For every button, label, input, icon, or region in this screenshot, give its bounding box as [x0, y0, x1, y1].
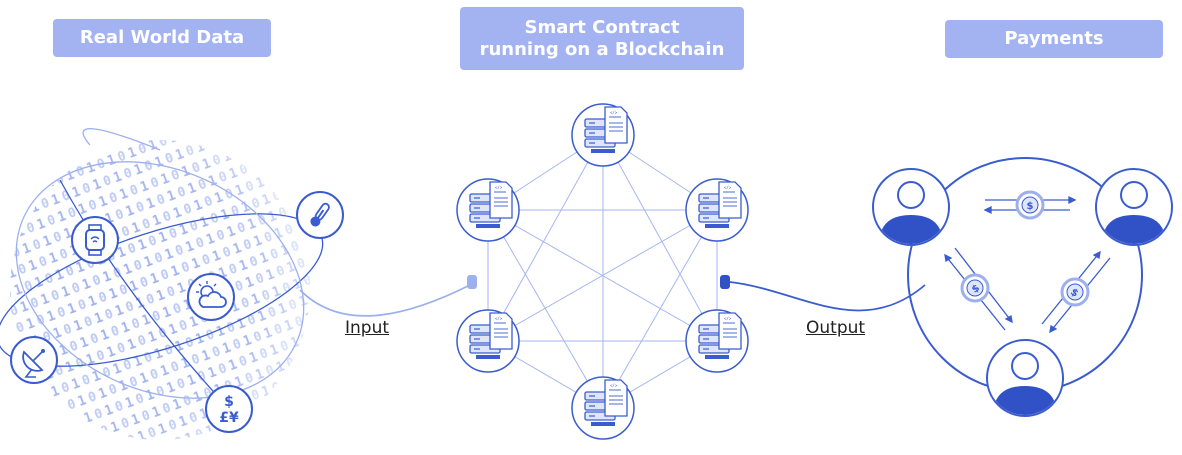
- satellite-dish-icon: [10, 336, 58, 384]
- blockchain-node: [571, 376, 635, 440]
- header-payments-label: Payments: [1004, 28, 1104, 49]
- user-avatar: [987, 340, 1063, 416]
- input-label: Input: [345, 318, 389, 338]
- blockchain-node: [685, 309, 749, 373]
- blockchain-node: [456, 309, 520, 373]
- input-port: [467, 275, 477, 289]
- output-port: [720, 275, 730, 289]
- header-smart-contract: Smart Contract running on a Blockchain: [460, 7, 744, 70]
- header-smart-contract-line2: running on a Blockchain: [479, 38, 725, 60]
- output-connector-line: [729, 281, 926, 312]
- binary-globe: [0, 128, 324, 440]
- orbit-line: [59, 179, 231, 411]
- input-connector-line: [299, 284, 471, 317]
- currency-symbol-bottom: £¥: [219, 410, 239, 426]
- blockchain-node: [456, 178, 520, 242]
- thermometer-icon: [296, 191, 344, 239]
- header-real-world-data-label: Real World Data: [79, 27, 245, 48]
- user-avatar: [873, 169, 949, 245]
- coin-symbol: $: [1027, 201, 1034, 212]
- currency-icon: $ £¥: [205, 385, 253, 433]
- user-avatar: [1096, 169, 1172, 245]
- smartwatch-icon: [71, 216, 119, 264]
- blockchain-node: [571, 103, 635, 167]
- blockchain-node: [685, 178, 749, 242]
- header-smart-contract-line1: Smart Contract: [524, 16, 680, 38]
- header-payments: Payments: [945, 20, 1163, 58]
- currency-symbol-top: $: [224, 394, 234, 410]
- output-label: Output: [806, 318, 865, 338]
- header-real-world-data: Real World Data: [53, 19, 271, 57]
- orbit-line: [15, 161, 305, 399]
- weather-icon: [187, 273, 235, 321]
- output-label-text: Output: [806, 318, 866, 338]
- network-edges: [487, 134, 718, 409]
- input-label-text: Input: [345, 318, 390, 338]
